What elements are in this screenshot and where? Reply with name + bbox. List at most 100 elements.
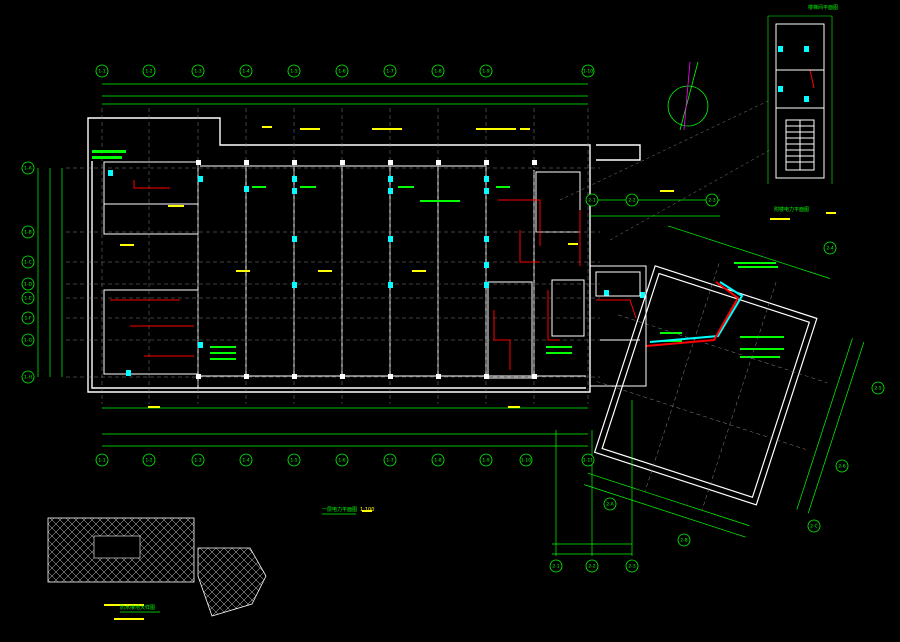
lower-dimension-lines [552, 199, 720, 556]
axis-bubble-1-4: 1-4 [239, 64, 253, 78]
axis-label: 1-7 [386, 458, 393, 464]
axis-bubble-1-10: 1-10 [581, 64, 595, 78]
wing-building [583, 225, 865, 538]
axis-label: 1-1 [98, 69, 105, 75]
axis-bubble-1-6: 1-6 [335, 64, 349, 78]
drawing-title: 一层电力平面图 [322, 507, 358, 513]
axis-bubble-1-5: 1-5 [287, 453, 301, 467]
grounding-detail [47, 517, 267, 617]
axis-label: 2-C [810, 524, 818, 530]
annotations [104, 126, 836, 620]
axis-bubble-1-5: 1-5 [287, 64, 301, 78]
axis-bubble-2-5: 2-5 [871, 381, 885, 395]
bottom-dimension-lines [102, 407, 588, 447]
axis-label: 2-3 [628, 564, 635, 570]
structural-columns [196, 160, 537, 379]
axis-label: 2-3 [708, 198, 715, 204]
axis-label: 2-1 [552, 564, 559, 570]
drawing-scale: 1:100 [360, 507, 375, 513]
axis-label: 1-11 [583, 458, 593, 464]
axis-label: 1-6 [338, 69, 345, 75]
axis-bubble-1-7: 1-7 [383, 453, 397, 467]
wing-plan-title: 附楼电力平面图 [774, 207, 810, 213]
axis-bubble-1-3: 1-3 [191, 453, 205, 467]
axis-bubble-2-B: 2-B [677, 533, 691, 547]
axis-bubble-1-2: 1-2 [142, 453, 156, 467]
axis-label: 1-2 [145, 458, 152, 464]
axis-bubble-2-C: 2-C [807, 519, 821, 533]
axis-bubble-2-A: 2-A [603, 497, 617, 511]
wing-connector [589, 265, 647, 387]
axis-bubble-2-3: 2-3 [625, 559, 639, 573]
electrical-equipment [108, 170, 645, 376]
wing-leader-lines [559, 99, 771, 241]
top-dimension-lines [102, 83, 588, 105]
axis-label: 1-8 [434, 69, 441, 75]
axis-label: 1-F [24, 316, 31, 322]
axis-bubble-2-4: 2-4 [823, 241, 837, 255]
axis-label: 1-B [24, 230, 31, 236]
axis-bubble-1-F: 1-F [21, 311, 35, 325]
axis-bubble-1-B: 1-B [21, 225, 35, 239]
stair-inset-title: 楼梯间平面图 [808, 5, 839, 11]
axis-label: 1-C [24, 260, 32, 266]
axis-bubble-2-1: 2-1 [585, 193, 599, 207]
axis-label: 1-5 [290, 69, 297, 75]
axis-label: 1-6 [338, 458, 345, 464]
structural-grid-lines [66, 108, 600, 404]
axis-label: 1-4 [242, 458, 249, 464]
axis-bubble-1-H: 1-H [21, 370, 35, 384]
axis-bubble-1-6: 1-6 [335, 453, 349, 467]
axis-bubble-1-1: 1-1 [95, 64, 109, 78]
axis-bubble-1-E: 1-E [21, 291, 35, 305]
axis-label: 2-1 [588, 198, 595, 204]
axis-bubble-2-3: 2-3 [705, 193, 719, 207]
axis-bubble-1-8: 1-8 [431, 64, 445, 78]
axis-label: 2-2 [628, 198, 635, 204]
axis-label: 2-2 [588, 564, 595, 570]
axis-bubble-1-G: 1-G [21, 333, 35, 347]
axis-label: 1-8 [434, 458, 441, 464]
axis-label: 1-3 [194, 69, 201, 75]
axis-label: 1-H [24, 375, 32, 381]
axis-bubble-1-9: 1-9 [479, 64, 493, 78]
stair-inset [767, 15, 833, 184]
axis-label: 2-4 [826, 246, 833, 252]
axis-bubble-2-6: 2-6 [835, 459, 849, 473]
power-circuits [110, 69, 815, 370]
axis-bubble-1-11: 1-11 [581, 453, 595, 467]
axis-label: 1-4 [242, 69, 249, 75]
axis-bubble-1-8: 1-8 [431, 453, 445, 467]
axis-label: 1-10 [583, 69, 593, 75]
left-dimension-lines [37, 168, 63, 377]
axis-label: 1-D [24, 282, 32, 288]
axis-label: 1-1 [98, 458, 105, 464]
axis-label: 2-A [606, 502, 614, 508]
axis-bubble-1-1: 1-1 [95, 453, 109, 467]
detail-title: 防水接地大样图 [120, 605, 156, 611]
axis-label: 1-10 [521, 458, 531, 464]
north-arrow [667, 61, 709, 131]
wing-cable-tray [645, 281, 744, 347]
axis-label: 1-9 [482, 69, 489, 75]
axis-label: 1-7 [386, 69, 393, 75]
axis-bubble-1-C: 1-C [21, 255, 35, 269]
axis-label: 2-6 [838, 464, 845, 470]
axis-bubble-1-7: 1-7 [383, 64, 397, 78]
axis-bubbles: 1-1 1-2 1-3 1-4 1-5 1-6 1-7 1-8 1-9 1-10 1-1 1-2 1-3… [21, 64, 885, 573]
axis-bubble-1-4: 1-4 [239, 453, 253, 467]
axis-bubble-1-9: 1-9 [479, 453, 493, 467]
main-building-walls [87, 117, 641, 393]
axis-label: 1-5 [290, 458, 297, 464]
axis-label: 2-B [680, 538, 687, 544]
axis-label: 2-5 [874, 386, 881, 392]
axis-label: 1-3 [194, 458, 201, 464]
axis-bubble-1-D: 1-D [21, 277, 35, 291]
axis-label: 1-A [24, 166, 32, 172]
axis-label: 1-G [24, 338, 33, 344]
axis-bubble-1-2: 1-2 [142, 64, 156, 78]
axis-label: 1-2 [145, 69, 152, 75]
axis-bubble-1-A: 1-A [21, 161, 35, 175]
axis-bubble-2-2: 2-2 [585, 559, 599, 573]
